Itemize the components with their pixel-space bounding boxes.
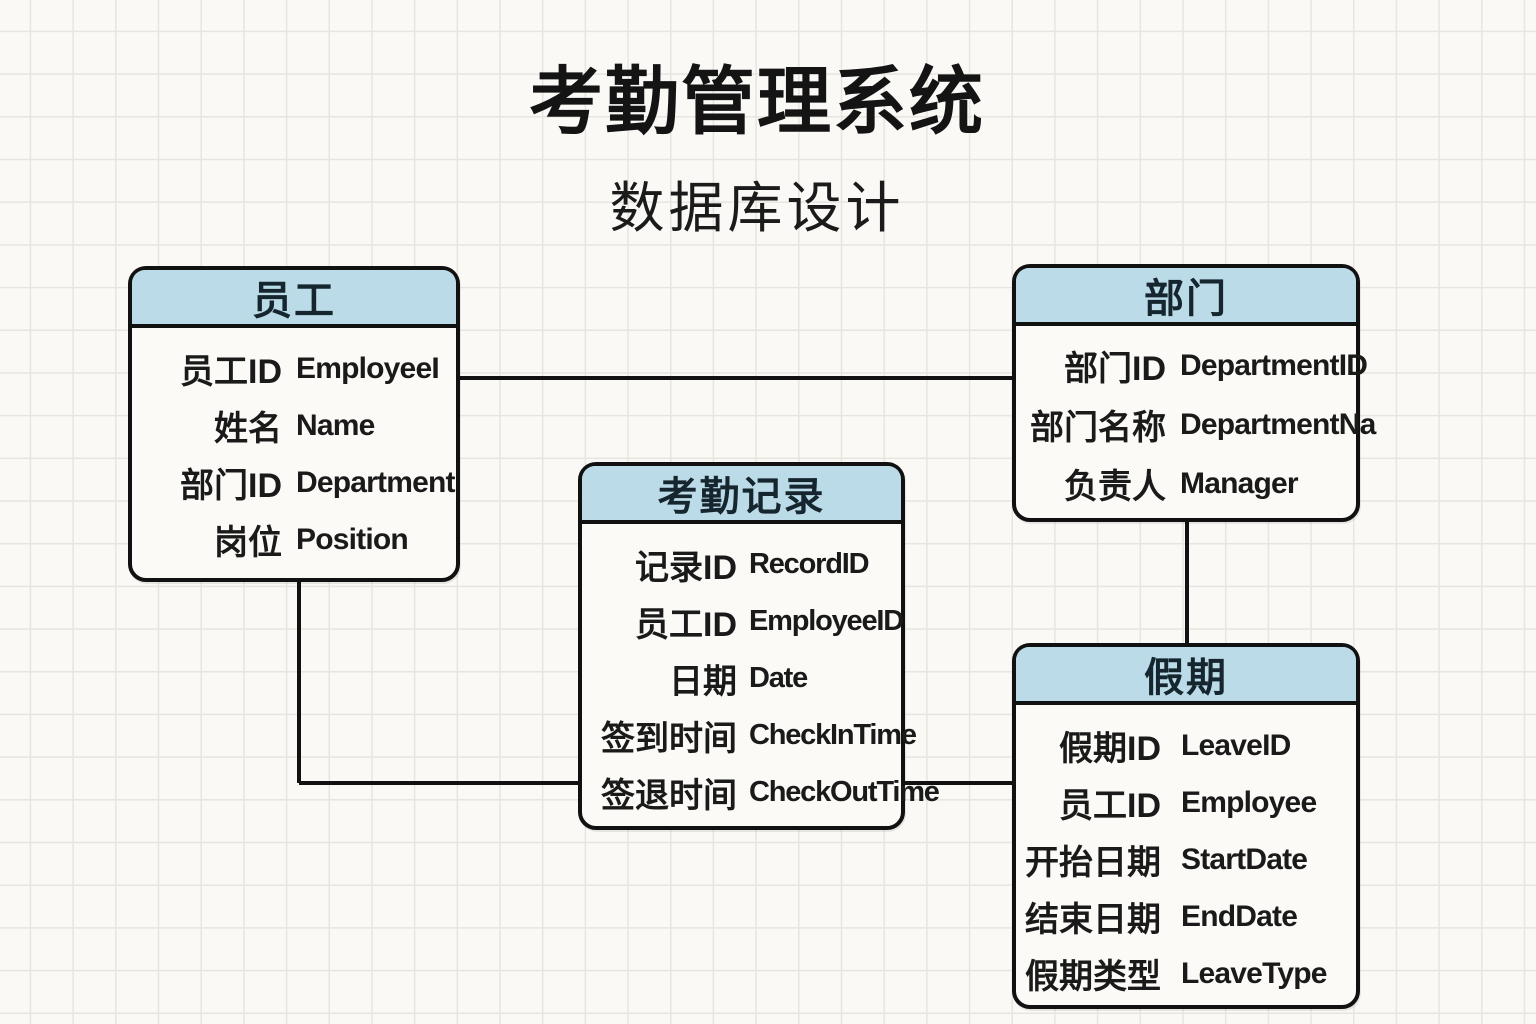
- connector-attendance-leave: [903, 781, 1014, 785]
- entity-department: 部门 部门ID DepartmentID 部门名称 DepartmentNa 负…: [1012, 264, 1376, 522]
- field-row: 开抬日期 StartDate: [1016, 831, 1356, 888]
- entity-attendance-record-fields: 记录ID RecordID 员工ID EmployeeID 日期 Date 签到…: [582, 524, 940, 821]
- field-row: 部门名称 DepartmentNa: [1016, 395, 1376, 454]
- entity-department-fields: 部门ID DepartmentID 部门名称 DepartmentNa 负责人 …: [1016, 326, 1376, 513]
- field-row: 签退时间 CheckOutTime: [582, 764, 940, 821]
- entity-leave: 假期 假期ID LeaveID 员工ID Employee 开抬日期 Start…: [1012, 643, 1360, 1009]
- field-label-cn: 结束日期: [1025, 901, 1161, 939]
- entity-attendance-record: 考勤记录 记录ID RecordID 员工ID EmployeeID 日期 Da…: [578, 462, 940, 830]
- field-label-cn: 部门ID: [1064, 350, 1166, 388]
- field-label-cn: 部门名称: [1030, 409, 1166, 447]
- field-label-cn: 姓名: [214, 410, 282, 448]
- field-label-cn: 签退时间: [601, 777, 737, 815]
- connector-employee-department: [458, 376, 1014, 380]
- field-label-en: DepartmentID: [1180, 348, 1368, 382]
- field-row: 岗位 Position: [132, 511, 456, 568]
- field-row: 部门ID DepartmentID: [1016, 336, 1368, 395]
- field-label-cn: 员工ID: [635, 606, 737, 644]
- field-label-cn: 部门ID: [180, 467, 282, 505]
- field-row: 姓名 Name: [132, 397, 456, 454]
- field-label-en: EmployeeI: [296, 351, 440, 385]
- field-row: 假期ID LeaveID: [1016, 717, 1356, 774]
- field-label-cn: 开抬日期: [1025, 844, 1161, 882]
- field-row: 签到时间 CheckInTime: [582, 707, 917, 764]
- field-label-en: RecordID: [749, 548, 870, 580]
- field-label-en: Manager: [1180, 466, 1299, 500]
- field-row: 记录ID RecordID: [582, 536, 901, 593]
- entity-employee-fields: 员工ID EmployeeI 姓名 Name 部门ID Department 岗…: [132, 328, 456, 568]
- entity-employee-title: 员工: [132, 270, 456, 328]
- field-row: 结束日期 EndDate: [1016, 888, 1356, 945]
- field-row: 日期 Date: [582, 650, 901, 707]
- field-label-cn: 记录ID: [635, 549, 737, 587]
- field-row: 负责人 Manager: [1016, 454, 1356, 513]
- field-label-en: CheckInTime: [749, 719, 917, 751]
- field-label-en: Position: [296, 522, 409, 556]
- field-label-cn: 假期类型: [1025, 958, 1161, 996]
- field-label-en: Date: [749, 662, 808, 694]
- field-row: 员工ID EmployeeI: [132, 340, 456, 397]
- field-row: 员工ID Employee: [1016, 774, 1356, 831]
- field-label-cn: 签到时间: [601, 720, 737, 758]
- field-row: 假期类型 LeaveType: [1016, 945, 1356, 1002]
- field-label-en: Employee: [1181, 785, 1317, 819]
- field-label-en: StartDate: [1181, 842, 1308, 876]
- field-label-cn: 假期ID: [1059, 730, 1161, 768]
- entity-leave-fields: 假期ID LeaveID 员工ID Employee 开抬日期 StartDat…: [1016, 705, 1356, 1002]
- field-label-cn: 员工ID: [180, 353, 282, 391]
- field-label-en: Name: [296, 408, 375, 442]
- field-label-cn: 日期: [669, 663, 737, 701]
- field-label-en: CheckOutTime: [749, 776, 940, 808]
- field-row: 部门ID Department: [132, 454, 456, 511]
- connector-department-leave: [1185, 520, 1189, 645]
- entity-attendance-record-title: 考勤记录: [582, 466, 901, 524]
- entity-employee: 员工 员工ID EmployeeI 姓名 Name 部门ID Departmen…: [128, 266, 460, 582]
- entity-department-title: 部门: [1016, 268, 1356, 326]
- field-label-en: EmployeeID: [749, 605, 904, 637]
- field-label-cn: 岗位: [214, 524, 282, 562]
- field-row: 员工ID EmployeeID: [582, 593, 904, 650]
- field-label-en: LeaveID: [1181, 728, 1291, 762]
- field-label-en: Department: [296, 465, 456, 499]
- field-label-en: DepartmentNa: [1180, 407, 1376, 441]
- field-label-cn: 员工ID: [1059, 787, 1161, 825]
- connector-employee-attendance: [299, 781, 580, 785]
- field-label-en: EndDate: [1181, 899, 1298, 933]
- entity-leave-title: 假期: [1016, 647, 1356, 705]
- title-block: 考勤管理系统 数据库设计: [0, 0, 1514, 243]
- page-title: 考勤管理系统: [529, 60, 985, 143]
- connector-employee-down: [297, 580, 301, 783]
- page-subtitle: 数据库设计: [609, 177, 905, 239]
- field-label-en: LeaveType: [1181, 956, 1327, 990]
- field-label-cn: 负责人: [1064, 468, 1166, 506]
